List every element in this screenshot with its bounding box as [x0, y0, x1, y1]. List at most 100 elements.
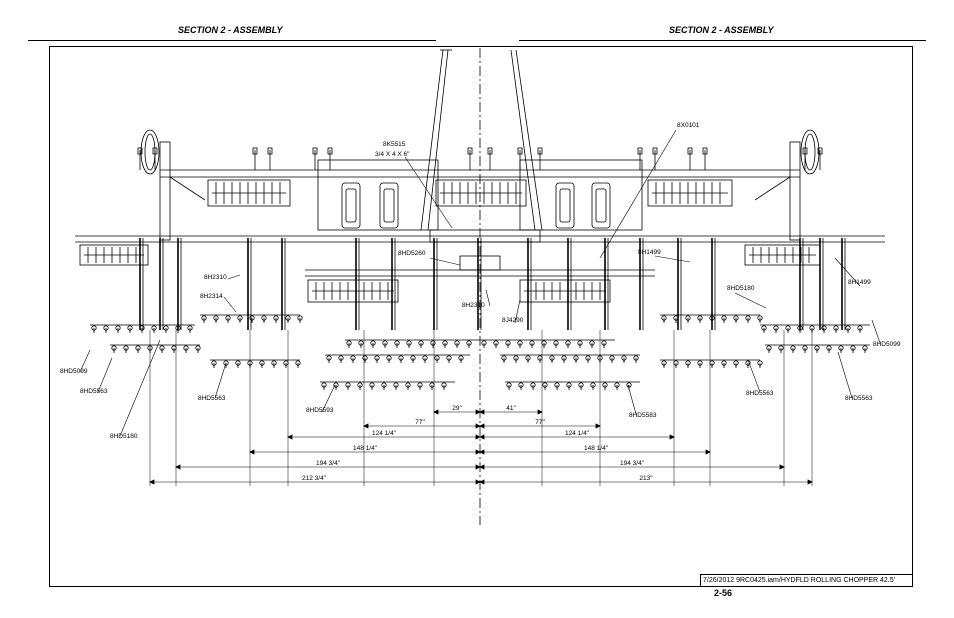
fitting-cap-6: [517, 147, 523, 155]
dim-124-left: 124 1/4": [372, 430, 397, 437]
callout-leader-6: [223, 296, 237, 313]
cylinder-body-1: [383, 188, 395, 223]
callout-8hd5260: 8HD5260: [398, 250, 426, 257]
callout-leader-10: [871, 319, 881, 344]
callout-leader-17: [837, 351, 853, 399]
section-header-left: SECTION 2 - ASSEMBLY: [178, 25, 283, 35]
dimension-labels: 29" 41" 77" 77" 124 1/4" 124 1/4" 148 1/…: [302, 405, 653, 482]
callout-8hd5563-right: 8HD5563: [746, 390, 774, 397]
hitch-bar: [515, 49, 543, 231]
callout-8hd5563-far-right: 8HD5563: [845, 395, 873, 402]
cylinder-body-2: [559, 188, 571, 223]
center-beam: [429, 229, 541, 243]
fitting-cap-9: [652, 147, 658, 155]
callout-leader-4: [834, 257, 861, 287]
header-rule-right: [519, 40, 926, 41]
gauge-wheel-right: [800, 129, 820, 175]
dimension-arrow-10: [149, 479, 155, 485]
roller-basket-1: [435, 179, 527, 207]
callout-leader-0: [404, 156, 453, 229]
dimension-arrow-9: [779, 464, 785, 470]
dim-148-right: 148 1/4": [584, 445, 609, 452]
callout-8h1499-right: 8H1499: [848, 279, 871, 286]
gauge-wheel-left-hub: [144, 133, 156, 171]
callout-8hd5593: 8HD5593: [306, 407, 334, 414]
roller-basket-0: [207, 179, 291, 207]
center-mount: [459, 255, 501, 271]
center-frame-left: [317, 159, 439, 231]
callout-leader-1: [599, 129, 677, 259]
fitting-cap-12: [137, 147, 143, 155]
dimension-arrow-6: [475, 449, 481, 455]
callout-8x0101: 8X0101: [677, 122, 700, 129]
hitch-bar: [510, 49, 536, 231]
callout-bolt-size: 3/4 X 4 X 6": [375, 151, 410, 158]
dimension-arrow-0: [475, 409, 481, 415]
cylinder-housing-0: [341, 182, 361, 229]
dimension-arrow-3: [479, 423, 485, 429]
dimension-arrow-7: [479, 449, 485, 455]
brace: [754, 176, 791, 201]
dim-29: 29": [452, 405, 462, 412]
callout-leader-13: [214, 362, 227, 399]
callout-leader-14: [321, 384, 336, 413]
fitting-cap-7: [537, 147, 543, 155]
fitting-cap-11: [702, 147, 708, 155]
dimension-arrow-4: [287, 434, 293, 440]
header-rule-left: [28, 40, 436, 41]
dim-212: 212 3/4": [302, 475, 327, 482]
frame-post-right: [789, 141, 801, 241]
dim-41: 41": [506, 405, 516, 412]
callout-8k5515: 8K5515: [383, 141, 406, 148]
dimension-arrow-10: [475, 479, 481, 485]
callout-leader-9: [734, 292, 767, 309]
callout-leader-16: [747, 359, 761, 393]
cylinder-housing-3: [591, 182, 611, 229]
dimension-arrow-8: [175, 464, 181, 470]
callout-8h2310-left: 8H2310: [204, 274, 227, 281]
dimension-arrow-1: [537, 409, 543, 415]
callout-8hd5099-right: 8HD5099: [873, 341, 901, 348]
dimension-arrow-5: [479, 434, 485, 440]
cylinder-body-3: [595, 188, 607, 223]
dim-124-right: 124 1/4": [565, 430, 590, 437]
callout-leader-7: [485, 289, 491, 307]
dimension-arrow-8: [475, 464, 481, 470]
gauge-wheel-left: [140, 129, 160, 175]
hitch-bar: [420, 49, 444, 231]
dim-77-right: 77": [535, 419, 545, 426]
dimension-arrow-1: [479, 409, 485, 415]
callout-8hd5583: 8HD5583: [629, 412, 657, 419]
fitting-cap-15: [817, 147, 823, 155]
callout-leader-15: [627, 384, 637, 415]
fitting-cap-5: [487, 147, 493, 155]
cylinder-housing-1: [379, 182, 399, 229]
fitting-cap-14: [802, 147, 808, 155]
callout-leader-11: [79, 349, 91, 373]
fitting-cap-3: [327, 147, 333, 155]
dim-148-left: 148 1/4": [353, 445, 378, 452]
hitch-bar: [427, 49, 449, 231]
cylinder-housing-2: [555, 182, 575, 229]
drawing-frame: [49, 46, 913, 587]
callout-8hd5180-left: 8HD5180: [110, 433, 138, 440]
dimension-arrow-0: [433, 409, 439, 415]
callout-leader-5: [227, 274, 241, 280]
fitting-cap-1: [267, 147, 273, 155]
callout-8hd5180-right: 8HD5180: [727, 285, 755, 292]
brace: [169, 176, 206, 201]
fitting-cap-0: [252, 147, 258, 155]
callout-leader-18: [119, 339, 161, 437]
fitting-cap-2: [312, 147, 318, 155]
roller-basket-4: [519, 279, 611, 303]
callout-leader-3: [654, 255, 691, 263]
dimension-arrow-2: [475, 423, 481, 429]
dim-213: 213": [639, 475, 653, 482]
dim-77-left: 77": [415, 419, 425, 426]
dimension-arrow-3: [595, 423, 601, 429]
machine-linework: [75, 48, 885, 525]
callout-8j4290: 8J4290: [502, 317, 524, 324]
gauge-wheel-right-hub: [804, 133, 816, 171]
dimension-arrow-9: [479, 464, 485, 470]
roller-basket-5: [79, 244, 149, 266]
